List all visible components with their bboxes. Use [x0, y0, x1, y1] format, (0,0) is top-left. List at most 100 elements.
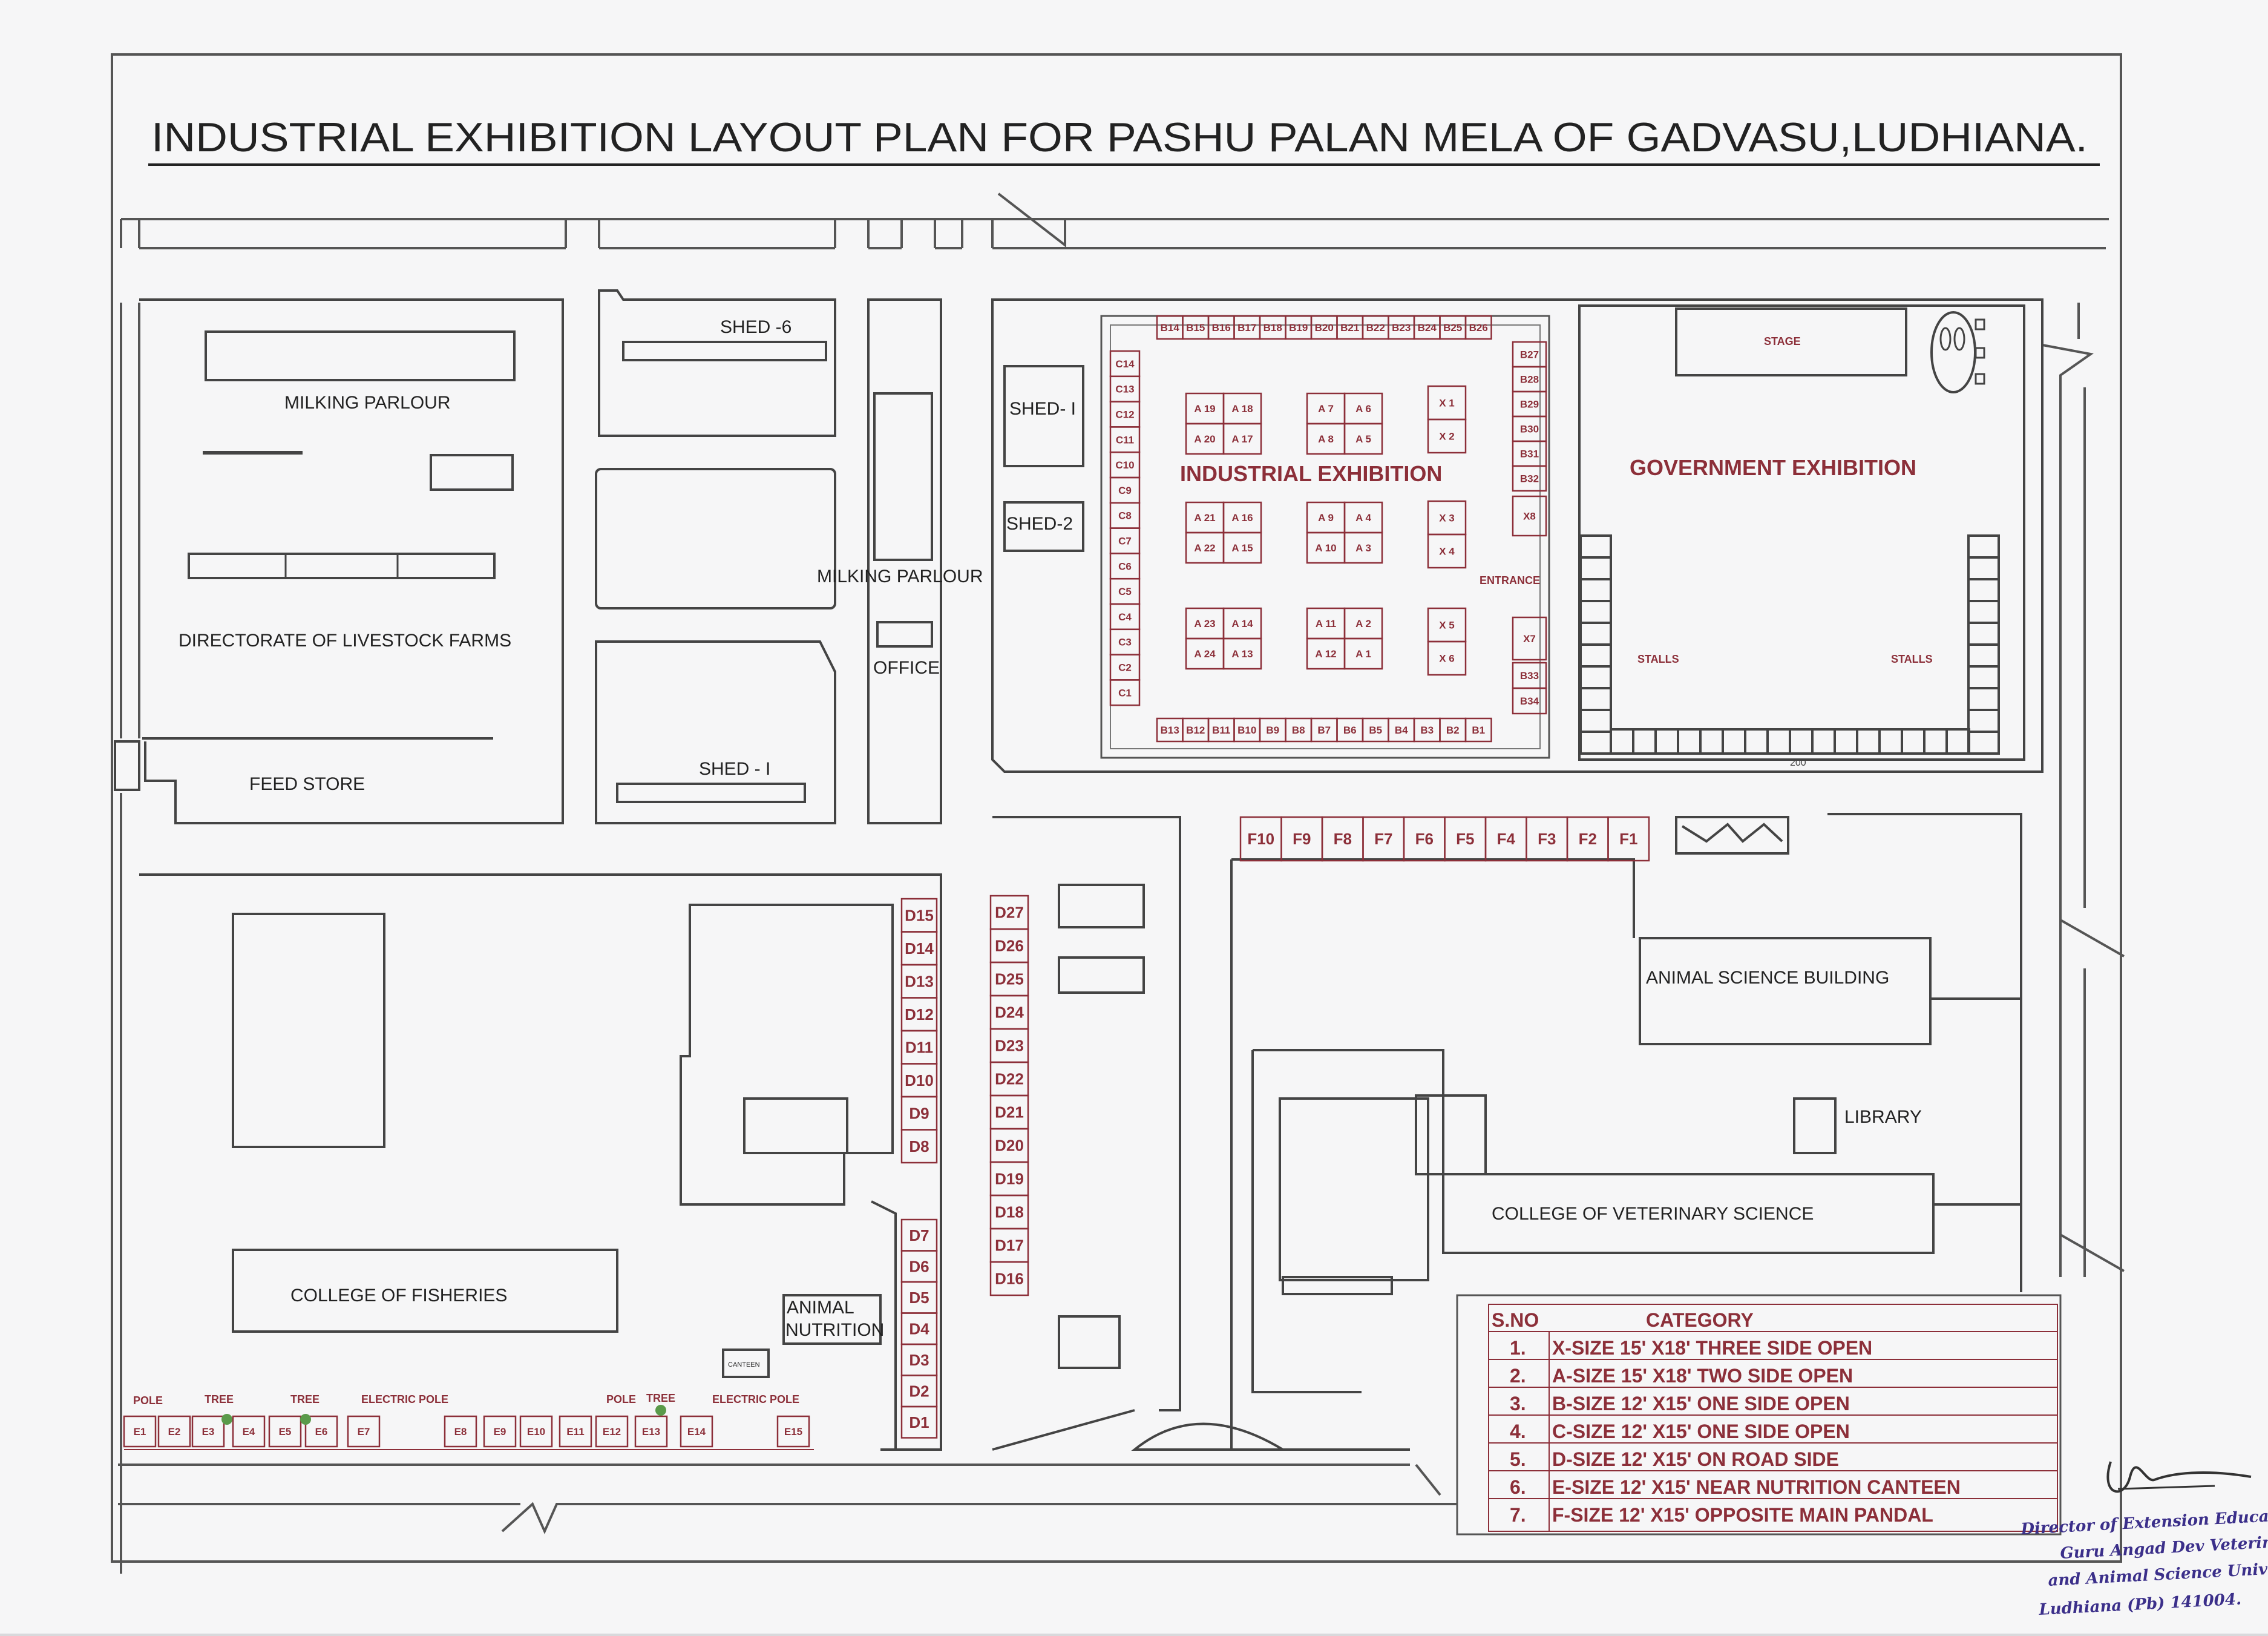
- legend-row-number: 7.: [1510, 1504, 1526, 1526]
- stall-b3-label: B3: [1420, 724, 1434, 736]
- stall-e2-box: [157, 1415, 191, 1448]
- legend-row-text: A-SIZE 15' X18' TWO SIDE OPEN: [1552, 1365, 1853, 1387]
- animal-science-label: ANIMAL SCIENCE BUILDING: [1646, 968, 1889, 988]
- stall-e6-box: [304, 1415, 338, 1448]
- legend-row-number: 6.: [1510, 1476, 1526, 1498]
- stall-f9: F9: [1280, 816, 1323, 862]
- stall-a22-label: A 22: [1194, 542, 1215, 554]
- stall-x7: X7: [1512, 616, 1547, 661]
- stall-c14-label: C14: [1115, 358, 1135, 370]
- stall-a24: A 24: [1185, 637, 1225, 670]
- gov-stall-bottom: [1610, 728, 1634, 755]
- feed-store-label: FEED STORE: [249, 774, 365, 794]
- stall-b32-label: B32: [1520, 473, 1539, 485]
- stall-b25: B25: [1439, 315, 1467, 340]
- stall-x6: X 6: [1427, 640, 1467, 676]
- stall-d3: D3: [900, 1343, 938, 1376]
- stall-b28-label: B28: [1520, 374, 1539, 386]
- stall-b24: B24: [1413, 315, 1441, 340]
- stall-b22: B22: [1362, 315, 1389, 340]
- stall-a1: A 1: [1343, 637, 1383, 670]
- stall-d10-label: D10: [905, 1071, 934, 1089]
- stalls-label-left: STALLS: [1637, 653, 1679, 665]
- stall-a1-box: [1343, 637, 1383, 670]
- tree-label-2: TREE: [290, 1393, 320, 1405]
- stall-x2: X 2: [1427, 418, 1467, 454]
- college-fisheries-label: COLLEGE OF FISHERIES: [290, 1286, 507, 1306]
- stall-b30: B30: [1512, 415, 1547, 442]
- stall-c9: C9: [1109, 476, 1141, 504]
- stall-d6: D6: [900, 1250, 938, 1283]
- stall-d23-label: D23: [995, 1037, 1024, 1055]
- stall-a5: A 5: [1343, 422, 1383, 455]
- gov-stall-right: [1967, 600, 2000, 624]
- stall-a21: A 21: [1185, 501, 1225, 534]
- government-exhibition-label: GOVERNMENT EXHIBITION: [1630, 455, 1916, 480]
- stall-a20: A 20: [1185, 422, 1225, 455]
- stall-a9: A 9: [1306, 501, 1346, 534]
- shed1-building: [1003, 365, 1084, 467]
- stall-e5-box: [268, 1415, 302, 1448]
- gov-stall-bottom: [1789, 728, 1814, 755]
- stall-e1-label: E1: [134, 1426, 146, 1437]
- milking-parlour-left-label: MILKING PARLOUR: [284, 393, 451, 413]
- stall-f1-label: F1: [1619, 830, 1637, 848]
- stall-b14-label: B14: [1161, 322, 1180, 333]
- stall-b21-label: B21: [1340, 322, 1359, 333]
- stall-c1: C1: [1109, 679, 1141, 706]
- stall-b2: B2: [1439, 717, 1467, 743]
- stall-b17-label: B17: [1237, 322, 1256, 333]
- directorate-block: MILKING PARLOUR DIRECTORATE OF LIVESTOCK…: [114, 298, 564, 824]
- stall-f1: F1: [1607, 816, 1650, 862]
- stall-b16-label: B16: [1212, 322, 1231, 333]
- stall-a6-label: A 6: [1355, 403, 1371, 415]
- stall-b23-label: B23: [1392, 322, 1411, 333]
- gov-stall-right: [1967, 643, 2000, 668]
- stall-d25-label: D25: [995, 970, 1024, 988]
- stall-d1: D1: [900, 1405, 938, 1439]
- stall-e7-box: [347, 1415, 381, 1448]
- shed2-building: [1003, 501, 1084, 552]
- dimension-label-govt: 200: [1790, 758, 1806, 768]
- stall-b34: B34: [1512, 687, 1547, 715]
- stall-b22-label: B22: [1366, 322, 1385, 333]
- gov-stall-left: [1579, 534, 1612, 559]
- stall-d14: D14: [900, 931, 938, 966]
- stall-c1-label: C1: [1118, 687, 1132, 698]
- milking-parlour-middle: MILKING PARLOUR OFFICE: [817, 298, 983, 824]
- stall-a9-label: A 9: [1318, 512, 1334, 524]
- entrance-label: ENTRANCE: [1480, 574, 1540, 586]
- stall-f8: F8: [1321, 816, 1364, 862]
- stall-a19-label: A 19: [1194, 403, 1215, 415]
- stall-x8: X8: [1512, 495, 1547, 537]
- stall-e2-label: E2: [168, 1426, 181, 1437]
- gov-stall-right: [1967, 709, 2000, 733]
- stall-x1-label: X 1: [1439, 398, 1455, 409]
- stall-e15: E15: [776, 1415, 810, 1448]
- stall-e13: E13: [634, 1415, 668, 1448]
- gov-stall-bottom: [1923, 728, 1948, 755]
- stall-d2-label: D2: [909, 1382, 929, 1400]
- stall-d11: D11: [900, 1030, 938, 1065]
- gov-stall-left: [1579, 709, 1612, 733]
- stall-a15: A 15: [1222, 531, 1262, 564]
- stall-c4-label: C4: [1118, 611, 1132, 623]
- stall-e2: E2: [157, 1415, 191, 1448]
- stall-b5: B5: [1362, 717, 1389, 743]
- stall-e5: E5: [268, 1415, 302, 1448]
- stall-e9-label: E9: [494, 1426, 506, 1437]
- stall-d16-label: D16: [995, 1270, 1024, 1288]
- gov-stall-bottom: [1878, 728, 1903, 755]
- stall-e1: E1: [123, 1415, 157, 1448]
- gov-stall-right: [1967, 578, 2000, 602]
- legend-row-number: 2.: [1510, 1365, 1526, 1387]
- stall-b8-label: B8: [1292, 724, 1305, 736]
- stall-b30-label: B30: [1520, 424, 1539, 435]
- stall-d20-label: D20: [995, 1137, 1024, 1155]
- stall-f2: F2: [1566, 816, 1609, 862]
- stall-b26-label: B26: [1469, 322, 1488, 333]
- stall-e1-box: [123, 1415, 157, 1448]
- stall-e3-box: [191, 1415, 225, 1448]
- stalls-label-right: STALLS: [1891, 653, 1933, 665]
